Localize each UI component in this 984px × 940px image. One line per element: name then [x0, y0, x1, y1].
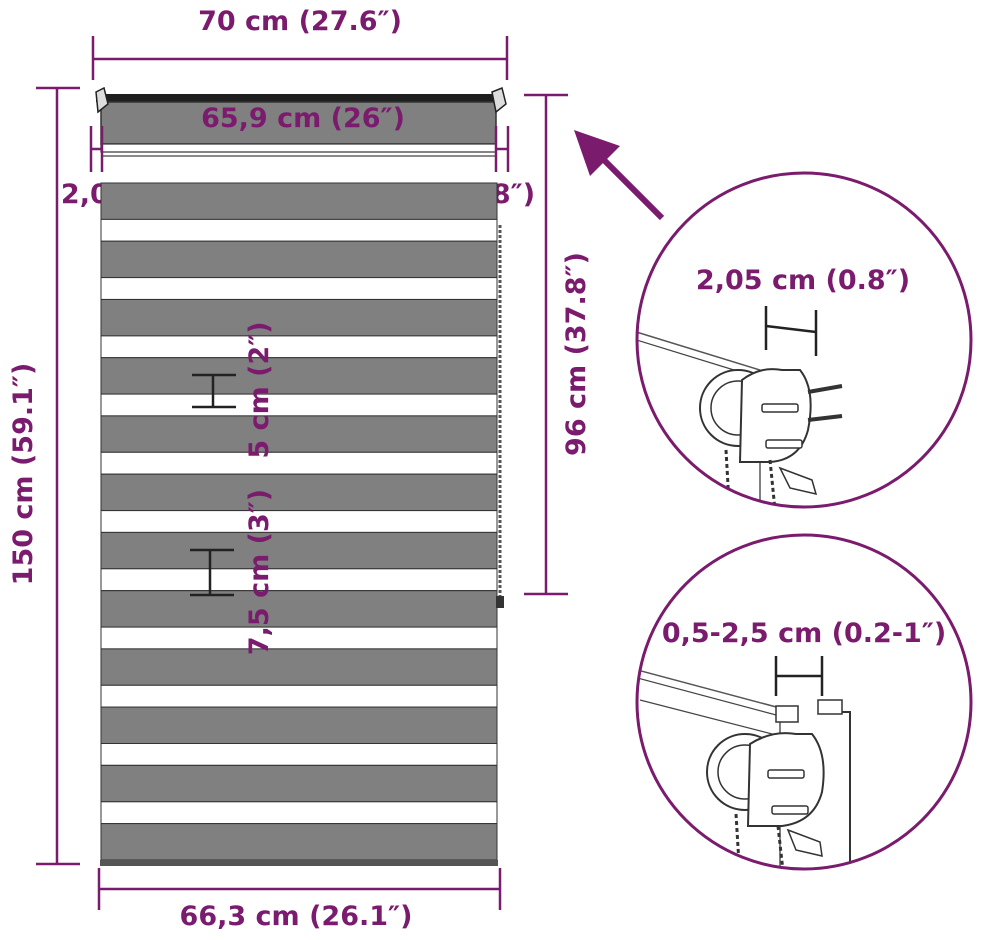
dark-stripe	[100, 706, 498, 744]
fabric-stripes	[100, 182, 498, 861]
dark-stripe	[100, 590, 498, 628]
light-stripe	[100, 743, 498, 766]
top-width-label: 70 cm (27.6″)	[198, 6, 402, 37]
light-stripe-label: 7,5 cm (3″)	[244, 489, 275, 655]
detail-arrow	[574, 130, 665, 221]
light-stripe	[100, 451, 498, 475]
light-stripe	[100, 801, 498, 825]
bottom-width-dimension: 66,3 cm (26.1″)	[97, 868, 502, 932]
dark-stripe	[100, 182, 498, 220]
dark-stripe	[100, 473, 498, 512]
dark-stripe	[100, 357, 498, 395]
light-stripe	[100, 568, 498, 592]
dark-stripe-label: 5 cm (2″)	[244, 321, 275, 458]
detail-bottom-label: 0,5-2,5 cm (0.2-1″)	[662, 618, 946, 649]
control-chain	[496, 225, 504, 608]
mechanism-height-label: 96 cm (37.8″)	[561, 252, 592, 456]
dark-stripe	[100, 648, 498, 686]
bottom-width-label: 66,3 cm (26.1″)	[180, 901, 413, 932]
dark-stripe	[100, 299, 498, 337]
light-stripe	[100, 510, 498, 533]
dark-stripe	[100, 823, 498, 861]
headrail: 65,9 cm (26″)	[95, 86, 507, 157]
dark-stripe	[100, 531, 498, 570]
light-stripe	[100, 626, 498, 650]
light-stripe	[100, 393, 498, 417]
light-stripe	[100, 335, 498, 359]
top-width-dimension: 70 cm (27.6″)	[91, 6, 509, 80]
light-stripe	[100, 684, 498, 708]
dark-stripe	[100, 764, 498, 803]
light-stripe	[100, 277, 498, 300]
detail-top-label: 2,05 cm (0.8″)	[696, 265, 910, 296]
mechanism-height-dimension: 96 cm (37.8″)	[524, 93, 592, 596]
dark-stripe	[100, 415, 498, 453]
fabric-width-label: 65,9 cm (26″)	[201, 103, 405, 134]
dark-stripe	[100, 240, 498, 279]
detail-circle-bottom: 0,5-2,5 cm (0.2-1″)	[635, 533, 973, 871]
bottom-bar	[100, 860, 498, 866]
detail-circle-top: 2,05 cm (0.8″)	[635, 171, 973, 509]
total-height-label: 150 cm (59.1″)	[8, 363, 39, 586]
total-height-dimension: 150 cm (59.1″)	[8, 86, 80, 866]
dark-stripe-indicator: 5 cm (2″)	[192, 321, 275, 459]
light-stripe	[100, 218, 498, 242]
light-stripe-indicator: 7,5 cm (3″)	[190, 489, 275, 655]
